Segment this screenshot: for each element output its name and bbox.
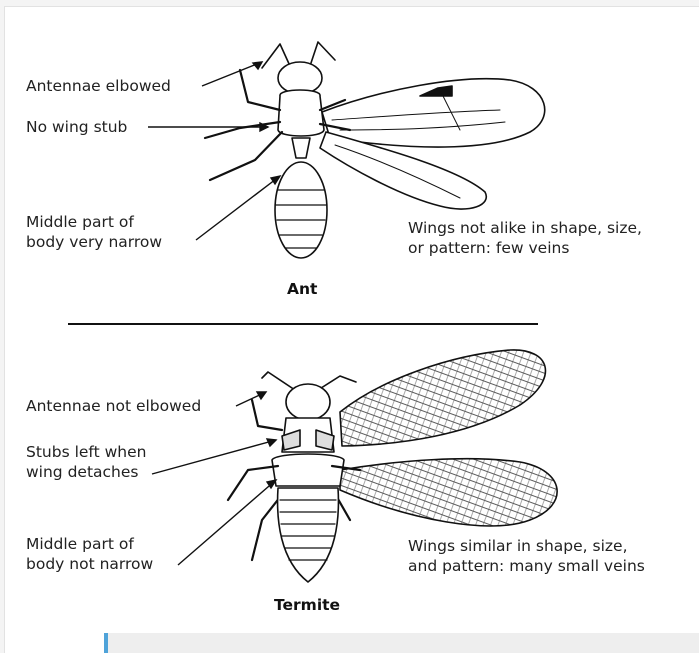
termite-hindwing: [340, 459, 557, 526]
callout-box: [104, 633, 699, 653]
label-middle-part-narrow: Middle part of body very narrow: [26, 212, 162, 252]
label-wings-not-alike: Wings not alike in shape, size, or patte…: [408, 218, 642, 258]
label-wings-similar: Wings similar in shape, size, and patter…: [408, 536, 645, 576]
label-middle-part-not-narrow: Middle part of body not narrow: [26, 534, 153, 574]
label-no-wing-stub: No wing stub: [26, 117, 127, 137]
label-antennae-not-elbowed: Antennae not elbowed: [26, 396, 201, 416]
termite-forewing: [340, 350, 545, 446]
label-stubs-left: Stubs left when wing detaches: [26, 442, 146, 482]
label-antennae-elbowed: Antennae elbowed: [26, 76, 171, 96]
caption-termite: Termite: [274, 596, 340, 614]
caption-ant: Ant: [287, 280, 317, 298]
